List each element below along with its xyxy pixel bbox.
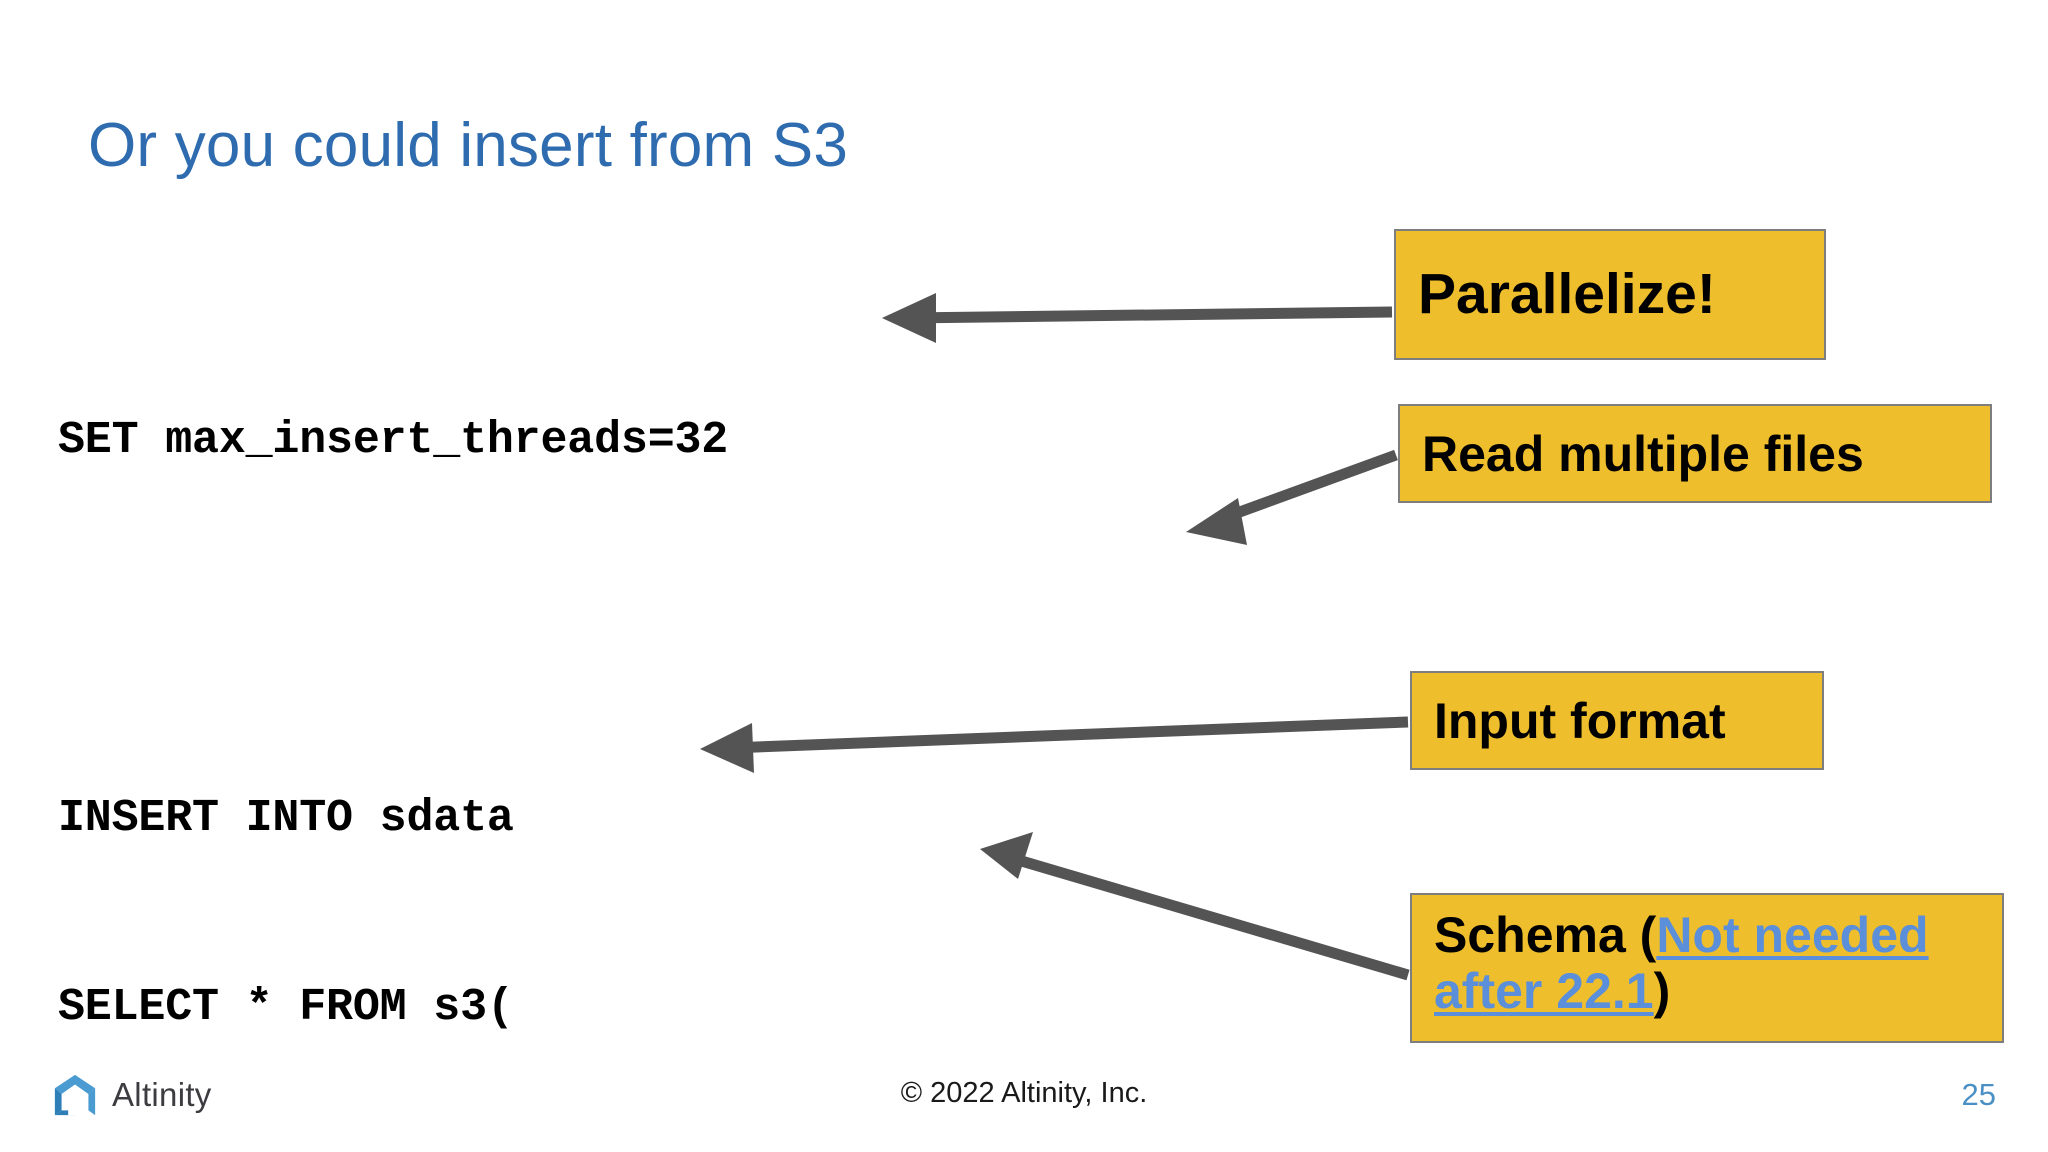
code-block: SET max_insert_threads=32 INSERT INTO sd… [58, 283, 2048, 1152]
altinity-logo-icon [54, 1074, 96, 1116]
callout-schema-link[interactable]: Not needed after 22.1 [1434, 907, 1929, 1019]
callout-schema: Schema (Not needed after 22.1) [1410, 893, 2004, 1043]
code-line-select-from: SELECT * FROM s3( [58, 982, 514, 1033]
page-title: Or you could insert from S3 [88, 111, 849, 180]
footer-copyright: © 2022 Altinity, Inc. [900, 1077, 1148, 1109]
brand-logo-text: Altinity [112, 1076, 212, 1113]
callout-read-multiple-files-label: Read multiple files [1422, 425, 1864, 482]
callout-schema-prefix: Schema ( [1434, 907, 1657, 963]
callout-schema-text: Schema (Not needed after 22.1) [1434, 907, 1980, 1019]
callout-parallelize: Parallelize! [1394, 229, 1826, 360]
callout-parallelize-label: Parallelize! [1418, 261, 1716, 326]
brand-logo: Altinity [52, 1072, 212, 1118]
code-line-blank [58, 598, 2048, 661]
callout-input-format: Input format [1410, 671, 1824, 770]
callout-schema-suffix: ) [1653, 963, 1671, 1019]
callout-read-multiple-files: Read multiple files [1398, 404, 1992, 503]
page-number: 25 [1961, 1077, 1996, 1112]
code-line-insert-into: INSERT INTO sdata [58, 793, 514, 844]
code-line-set: SET max_insert_threads=32 [58, 415, 729, 466]
callout-input-format-label: Input format [1434, 692, 1726, 749]
